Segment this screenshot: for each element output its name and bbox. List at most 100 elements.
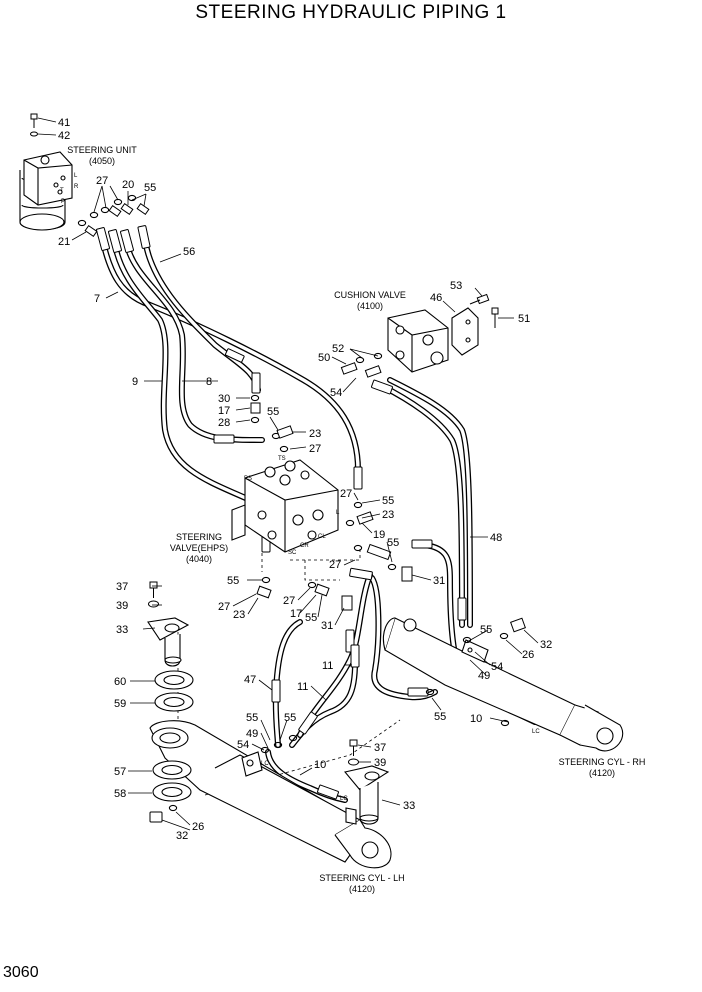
- callout: 49: [246, 728, 258, 740]
- callout: 53: [450, 280, 462, 292]
- washer-60-59: [154, 670, 194, 712]
- pin-33-bottom: [343, 765, 390, 825]
- callout: 17: [290, 608, 302, 620]
- callout: 52: [332, 343, 344, 355]
- cylinder-lh-code: (4120): [349, 884, 375, 894]
- callout: 37: [374, 742, 386, 754]
- svg-text:T: T: [60, 188, 64, 194]
- callout: 26: [522, 649, 534, 661]
- steering-valve: [231, 459, 339, 553]
- pin-33-top: [147, 617, 190, 667]
- hose-48: [377, 377, 473, 628]
- callout: 55: [305, 612, 317, 624]
- callout: 46: [430, 292, 442, 304]
- steering-unit-caption: STEERING UNIT: [67, 145, 137, 155]
- hose-8: [124, 242, 265, 443]
- fitting-32-rh: [510, 617, 526, 633]
- svg-text:CR: CR: [300, 543, 309, 549]
- bolt-37-top: [148, 581, 159, 608]
- valve-fittings: [250, 402, 413, 611]
- callout: 11: [297, 681, 308, 693]
- callout: 23: [233, 609, 245, 621]
- callout: 7: [94, 293, 100, 305]
- callout: 39: [116, 600, 128, 612]
- cushion-valve: [387, 307, 479, 373]
- port-lc-lh: LC: [340, 796, 348, 802]
- callout: 51: [518, 313, 530, 325]
- svg-text:R: R: [74, 184, 79, 190]
- hose-lines: [100, 237, 538, 803]
- steering-unit: [19, 151, 73, 231]
- callout: 31: [433, 575, 445, 587]
- cylinder-rh-caption: STEERING CYL - RH: [559, 757, 646, 767]
- steering-valve-ports: PS TS CL CR L SC: [244, 456, 340, 556]
- callout: 56: [183, 246, 195, 258]
- callout: 32: [176, 830, 188, 842]
- callout: 23: [382, 509, 394, 521]
- callout: 42: [58, 130, 70, 142]
- cylinder-rh-code: (4120): [589, 768, 615, 778]
- callout: 55: [387, 537, 399, 549]
- callout: 19: [373, 529, 385, 541]
- hose-56: [142, 237, 261, 393]
- callout: 48: [490, 532, 502, 544]
- callout: 55: [382, 495, 394, 507]
- callout: 23: [309, 428, 321, 440]
- callout: 60: [114, 676, 126, 688]
- callout: 26: [192, 821, 204, 833]
- callout: 8: [206, 376, 212, 388]
- cushion-valve-fittings: [340, 362, 382, 378]
- callout: 54: [491, 661, 503, 673]
- component-captions: STEERING UNIT (4050) CUSHION VALVE (4100…: [67, 145, 645, 894]
- callout: 21: [58, 236, 70, 248]
- cylinder-lh-caption: STEERING CYL - LH: [319, 873, 404, 883]
- port-lc-rh: LC: [532, 729, 540, 735]
- callout: 55: [246, 712, 258, 724]
- callout: 58: [114, 788, 126, 800]
- callout: 41: [58, 117, 70, 129]
- hose-7: [100, 239, 361, 473]
- callout: 55: [267, 406, 279, 418]
- svg-text:L: L: [336, 510, 340, 516]
- callout: 32: [540, 639, 552, 651]
- steering-unit-ports: L R T P: [60, 173, 79, 205]
- callout: 39: [374, 757, 386, 769]
- callout: 59: [114, 698, 126, 710]
- callout-leaders: [37, 117, 539, 831]
- callout: 27: [309, 443, 321, 455]
- callout: 55: [144, 182, 156, 194]
- callout: 10: [314, 759, 326, 771]
- callout: 30: [218, 393, 230, 405]
- svg-text:P: P: [61, 199, 65, 205]
- steering-cylinder-rh: [382, 617, 623, 752]
- hose-9: [112, 242, 253, 503]
- hose-11: [289, 572, 438, 748]
- callout: 9: [132, 376, 138, 388]
- callout: 55: [284, 712, 296, 724]
- callout: 31: [321, 620, 333, 632]
- port-sc: LC: [261, 761, 269, 767]
- cushion-valve-caption: CUSHION VALVE: [334, 290, 406, 300]
- bolt-37-bottom: [348, 739, 359, 766]
- svg-text:SC: SC: [288, 550, 297, 556]
- bolt-51: [491, 307, 499, 328]
- plug-32-lh: [149, 811, 163, 823]
- callout: 49: [478, 670, 490, 682]
- callout: 55: [227, 575, 239, 587]
- callout: 27: [218, 601, 230, 613]
- callout: 33: [116, 624, 128, 636]
- callout: 50: [318, 352, 330, 364]
- svg-text:PS: PS: [244, 476, 252, 482]
- steering-valve-code: (4040): [186, 554, 212, 564]
- callout: 54: [237, 739, 249, 751]
- svg-text:CL: CL: [318, 534, 326, 540]
- steering-unit-code: (4050): [89, 156, 115, 166]
- callout: 33: [403, 800, 415, 812]
- page-title: STEERING HYDRAULIC PIPING 1: [195, 2, 507, 23]
- callout: 11: [322, 660, 333, 672]
- steering-valve-caption: STEERING: [176, 532, 222, 542]
- callout: 27: [96, 175, 108, 187]
- callout: 55: [480, 624, 492, 636]
- callout: 55: [434, 711, 446, 723]
